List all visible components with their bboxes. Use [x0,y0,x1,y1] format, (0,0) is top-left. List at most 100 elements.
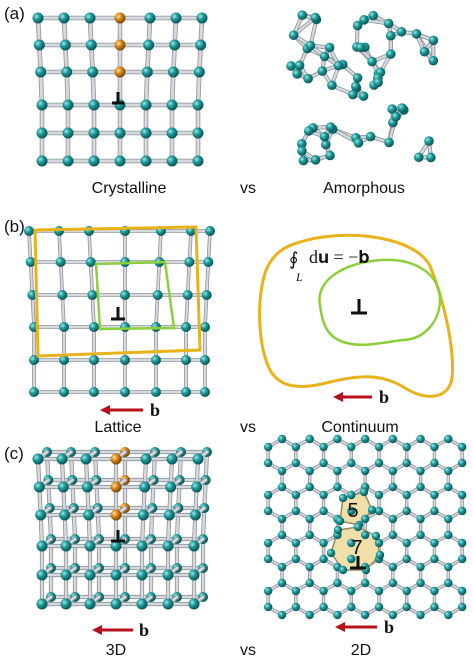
atom [375,550,385,560]
atom [430,586,439,596]
atom [263,442,273,452]
atom [24,226,34,236]
atom [263,602,273,612]
atom [457,554,467,564]
atom [319,131,330,142]
atom [359,487,369,497]
atom [27,290,38,300]
atom [333,578,342,588]
atom [120,355,130,365]
atom [200,387,210,397]
atom [140,155,152,167]
atom [367,505,377,515]
atom [384,137,394,148]
atom [430,554,439,564]
atom [305,562,314,572]
atom [84,12,96,24]
atom [89,355,99,365]
ring-label-five: 5 [347,500,358,522]
atom [352,73,363,83]
burgers-vector-label: b [379,387,389,407]
atom [288,30,299,40]
bond [185,294,189,328]
atom [371,531,381,541]
atom [277,530,287,540]
atom [444,562,453,572]
atom [263,554,273,564]
bond [144,70,149,107]
bond [61,294,65,328]
atom [298,155,309,166]
highlighted-atom [114,12,126,24]
ring-label-seven: 7 [351,537,362,559]
atom [347,586,356,596]
atom [277,466,287,476]
atom [291,506,301,516]
continuum-burgers-loop [258,233,454,398]
atom [303,73,313,84]
panel-a-label: (a) [4,4,25,23]
formula-integral: ∮ [289,249,298,269]
atom [201,290,212,300]
atom [55,257,66,267]
atom [120,387,130,397]
atom [397,103,407,113]
atom [305,434,314,444]
atom [359,15,369,25]
atom [80,453,92,465]
atom [136,569,148,581]
atom [353,522,363,532]
atom [25,257,36,267]
atom [419,46,430,57]
atom [87,66,99,78]
atom [388,562,398,572]
bond [170,70,175,107]
atom [181,322,191,332]
lattice-circuit-loop [94,260,176,331]
atom [444,466,453,476]
atom [170,12,182,24]
atom [33,481,45,493]
atom [424,136,434,146]
atom [457,506,467,516]
dislocation-symbol [111,307,125,321]
crystalline-lattice [32,12,208,167]
atom [325,122,336,132]
bond [65,70,70,107]
atom [444,578,453,588]
atom [388,514,398,524]
atom [83,509,95,521]
atom [374,538,384,548]
caption-vs-a: vs [240,180,256,197]
atom [310,155,321,165]
atom [191,481,203,493]
highlighted-atom [110,509,122,521]
atom [196,12,208,24]
atom [136,540,148,552]
atom [303,126,314,136]
atom [195,39,207,51]
atom [402,538,411,548]
bond [196,70,201,107]
atom [184,257,195,267]
panel-a: (a) Crystalline vs Amorphous [4,4,439,197]
atom [56,453,68,465]
atom [140,453,152,465]
atom [347,506,356,516]
atom [305,578,314,588]
atom [385,49,396,59]
atom [374,458,384,468]
atom [182,290,193,300]
atom [402,586,411,596]
line-integral-formula: ∮ d𝐮 = −𝐛 L [289,247,370,284]
bond [186,261,191,296]
atom [36,598,48,610]
caption-amorphous: Amorphous [323,180,405,197]
atom [62,155,74,167]
atom [338,565,348,575]
atom [305,530,314,540]
atom [162,540,174,552]
bond [29,261,34,296]
atom [324,42,335,53]
atom [430,442,439,452]
